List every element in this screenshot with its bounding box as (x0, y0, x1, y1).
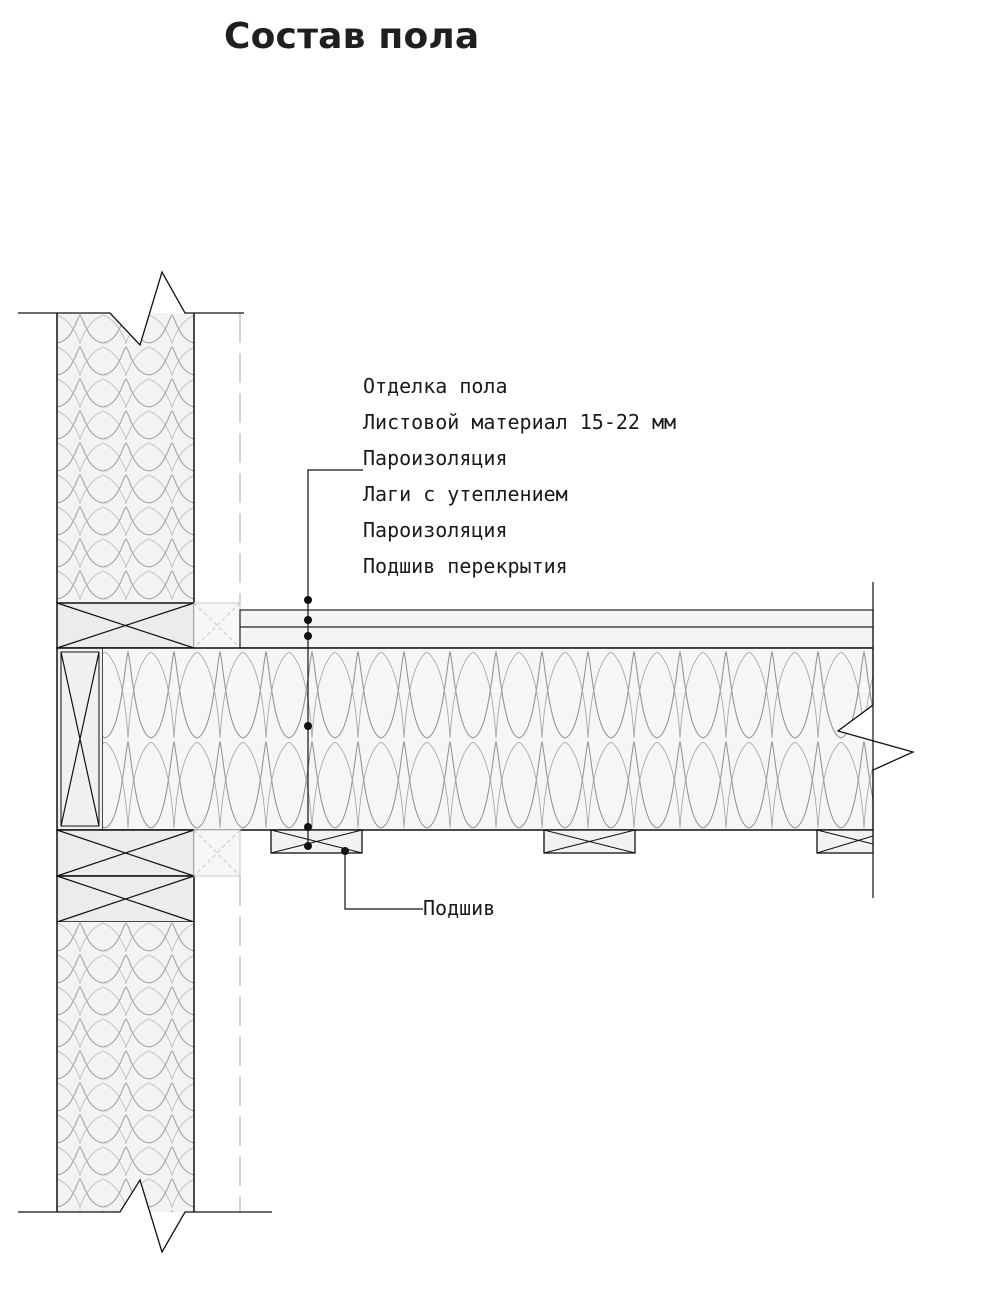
leader-dot-vapor-bottom (304, 823, 312, 831)
batten-3 (816, 829, 874, 854)
layer-label: Пароизоляция (363, 518, 508, 542)
layer-label: Отделка пола (363, 374, 508, 398)
layer-label: Подшив перекрытия (363, 554, 568, 578)
break-line-top (18, 270, 244, 347)
floor-insulation (103, 582, 915, 898)
layer-list: Отделка пола Листовой материал 15-22 мм … (363, 368, 676, 584)
upper-wall-insulation-pattern (57, 313, 194, 603)
leader-dot-vapor-top (304, 632, 312, 640)
rim-joist (56, 647, 104, 831)
floor-finish-layers (239, 609, 874, 649)
leader-dot-ceiling (304, 842, 312, 850)
layer-leader (304, 469, 363, 850)
layer-label: Пароизоляция (363, 446, 508, 470)
break-line-bottom (18, 1178, 272, 1254)
ceiling-battens (270, 829, 874, 854)
callout-leader (341, 847, 423, 910)
lower-wall (18, 876, 272, 1254)
layer-label: Лаги с утеплением (363, 482, 568, 506)
layer-label: Листовой материал 15-22 мм (363, 410, 677, 434)
bottom-plates (56, 829, 241, 923)
upper-wall (18, 270, 244, 603)
leader-dot-finish (304, 596, 312, 604)
leader-dot-joists (304, 722, 312, 730)
callout-label: Подшив (423, 896, 496, 920)
leader-dot-sheet (304, 616, 312, 624)
top-plate (56, 602, 241, 649)
diagram-title: Состав пола (224, 16, 480, 57)
callout-dot (341, 847, 349, 855)
